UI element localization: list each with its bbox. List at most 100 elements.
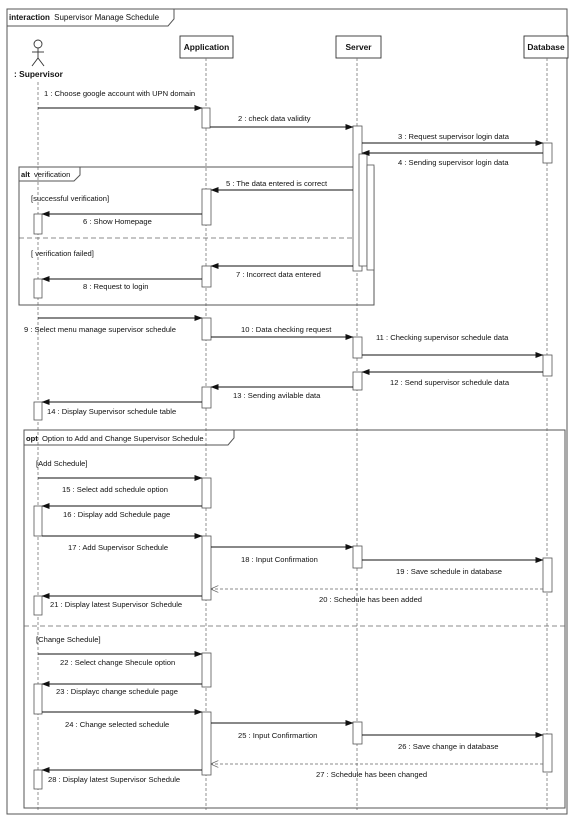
application-label: Application bbox=[184, 42, 230, 52]
message-10-label: 10 : Data checking request bbox=[241, 325, 332, 334]
database-label: Database bbox=[527, 42, 565, 52]
lifeline-head-database: Database bbox=[523, 35, 569, 59]
actor-label: : Supervisor bbox=[14, 69, 64, 79]
message-7-label: 7 : Incorrect data entered bbox=[236, 270, 321, 279]
message-19: 19 : Save schedule in database bbox=[362, 557, 544, 576]
activation-bar bbox=[201, 107, 211, 129]
opt-name: Option to Add and Change Supervisor Sche… bbox=[42, 434, 204, 443]
message-26-label: 26 : Save change in database bbox=[398, 742, 498, 751]
stick-figure-icon bbox=[31, 39, 45, 67]
message-24-label: 24 : Change selected schedule bbox=[65, 720, 169, 729]
opt-keyword: opt bbox=[26, 434, 38, 443]
message-11: 11 : Checking supervisor schedule data bbox=[362, 333, 544, 358]
message-14-label: 14 : Display Supervisor schedule table bbox=[47, 407, 176, 416]
message-24: 24 : Change selected schedule bbox=[42, 709, 203, 729]
activation-bar bbox=[201, 386, 212, 409]
activation-bar bbox=[542, 354, 553, 377]
server-label: Server bbox=[345, 42, 372, 52]
message-4-label: 4 : Sending supervisor login data bbox=[398, 158, 509, 167]
activation-bar bbox=[201, 535, 212, 601]
message-16-label: 16 : Display add Schedule page bbox=[63, 510, 170, 519]
activation-bar bbox=[352, 336, 363, 359]
message-28-label: 28 : Display latest Supervisor Schedule bbox=[48, 775, 180, 784]
message-21: 21 : Display latest Supervisor Schedule bbox=[41, 593, 202, 609]
message-1-label: 1 : Choose google account with UPN domai… bbox=[44, 89, 195, 98]
message-9: 9 : Select menu manage supervisor schedu… bbox=[24, 315, 203, 334]
activation-bar bbox=[201, 265, 212, 288]
alt-guard-successful: [successful verification] bbox=[31, 194, 109, 203]
message-23-label: 23 : Displayc change schedule page bbox=[56, 687, 178, 696]
message-27: 27 : Schedule has been changed bbox=[211, 764, 543, 779]
message-28: 28 : Display latest Supervisor Schedule bbox=[41, 767, 202, 784]
activation-bar bbox=[542, 557, 553, 593]
activation-bar bbox=[358, 153, 368, 267]
frame-title: Supervisor Manage Schedule bbox=[54, 13, 160, 22]
message-19-label: 19 : Save schedule in database bbox=[396, 567, 502, 576]
opt-fragment: opt Option to Add and Change Supervisor … bbox=[23, 429, 566, 809]
message-11-label: 11 : Checking supervisor schedule data bbox=[376, 333, 509, 342]
message-22-label: 22 : Select change Shecule option bbox=[60, 658, 175, 667]
message-25: 25 : Input Confirmartion bbox=[211, 720, 354, 740]
opt-guard-add: [Add Schedule] bbox=[36, 459, 88, 468]
message-2: 2 : check data validity bbox=[210, 114, 354, 130]
alt-keyword: alt bbox=[21, 170, 30, 179]
activation-bar bbox=[366, 164, 375, 271]
activation-bar bbox=[201, 188, 212, 226]
activation-bar bbox=[201, 477, 212, 509]
supervisor-actor: : Supervisor bbox=[14, 39, 64, 79]
activation-bar bbox=[33, 595, 43, 616]
lifeline-head-application: Application bbox=[179, 35, 234, 59]
svg-text:alt verification: alt verification bbox=[21, 170, 70, 179]
activation-bar bbox=[33, 213, 43, 235]
frame-keyword: interaction bbox=[9, 13, 50, 22]
message-13: 13 : Sending avilable data bbox=[210, 384, 353, 400]
message-18: 18 : Input Confirmation bbox=[211, 544, 354, 564]
message-3: 3 : Request supervisor login data bbox=[362, 132, 544, 146]
activation-bar bbox=[33, 278, 43, 299]
message-5-label: 5 : The data entered is correct bbox=[226, 179, 328, 188]
messages: 1 : Choose google account with UPN domai… bbox=[24, 89, 544, 784]
activation-bar bbox=[201, 711, 212, 776]
message-10: 10 : Data checking request bbox=[211, 325, 354, 340]
message-25-label: 25 : Input Confirmartion bbox=[238, 731, 317, 740]
message-13-label: 13 : Sending avilable data bbox=[233, 391, 321, 400]
message-20: 20 : Schedule has been added bbox=[211, 589, 543, 604]
activation-bar bbox=[201, 652, 212, 688]
message-1: 1 : Choose google account with UPN domai… bbox=[38, 89, 203, 111]
interaction-frame: interaction Supervisor Manage Schedule bbox=[6, 8, 568, 815]
activation-bars bbox=[33, 107, 553, 790]
message-21-label: 21 : Display latest Supervisor Schedule bbox=[50, 600, 182, 609]
message-27-label: 27 : Schedule has been changed bbox=[316, 770, 427, 779]
message-18-label: 18 : Input Confirmation bbox=[241, 555, 318, 564]
activation-bar bbox=[33, 769, 43, 790]
message-12-label: 12 : Send supervisor schedule data bbox=[390, 378, 510, 387]
message-6-label: 6 : Show Homepage bbox=[83, 217, 152, 226]
message-4: 4 : Sending supervisor login data bbox=[361, 150, 543, 167]
message-5: 5 : The data entered is correct bbox=[210, 179, 353, 193]
opt-guard-change: [Change Schedule] bbox=[36, 635, 101, 644]
message-2-label: 2 : check data validity bbox=[238, 114, 311, 123]
message-17: 17 : Add Supervisor Schedule bbox=[42, 533, 203, 552]
message-22: 22 : Select change Shecule option bbox=[38, 651, 203, 667]
lifeline-head-server: Server bbox=[335, 35, 382, 59]
message-7: 7 : Incorrect data entered bbox=[210, 263, 353, 279]
message-9-label: 9 : Select menu manage supervisor schedu… bbox=[24, 325, 176, 334]
svg-text:opt Option to Add and Ch: opt Option to Add and Change Supervisor … bbox=[26, 434, 204, 443]
activation-bar bbox=[542, 733, 553, 773]
message-15: 15 : Select add schedule option bbox=[38, 475, 203, 494]
message-20-label: 20 : Schedule has been added bbox=[319, 595, 422, 604]
message-8: 8 : Request to login bbox=[41, 276, 202, 291]
message-26: 26 : Save change in database bbox=[362, 732, 544, 751]
activation-bar bbox=[201, 317, 212, 341]
message-16: 16 : Display add Schedule page bbox=[41, 503, 202, 519]
svg-text:interaction Supervisor M: interaction Supervisor Manage Schedule bbox=[9, 13, 160, 22]
activation-bar bbox=[352, 721, 363, 745]
alt-name: verification bbox=[34, 170, 70, 179]
activation-bar bbox=[33, 683, 43, 715]
message-6: 6 : Show Homepage bbox=[41, 211, 202, 226]
message-14: 14 : Display Supervisor schedule table bbox=[41, 399, 202, 416]
message-8-label: 8 : Request to login bbox=[83, 282, 148, 291]
activation-bar bbox=[33, 401, 43, 421]
activation-bar bbox=[33, 505, 43, 537]
